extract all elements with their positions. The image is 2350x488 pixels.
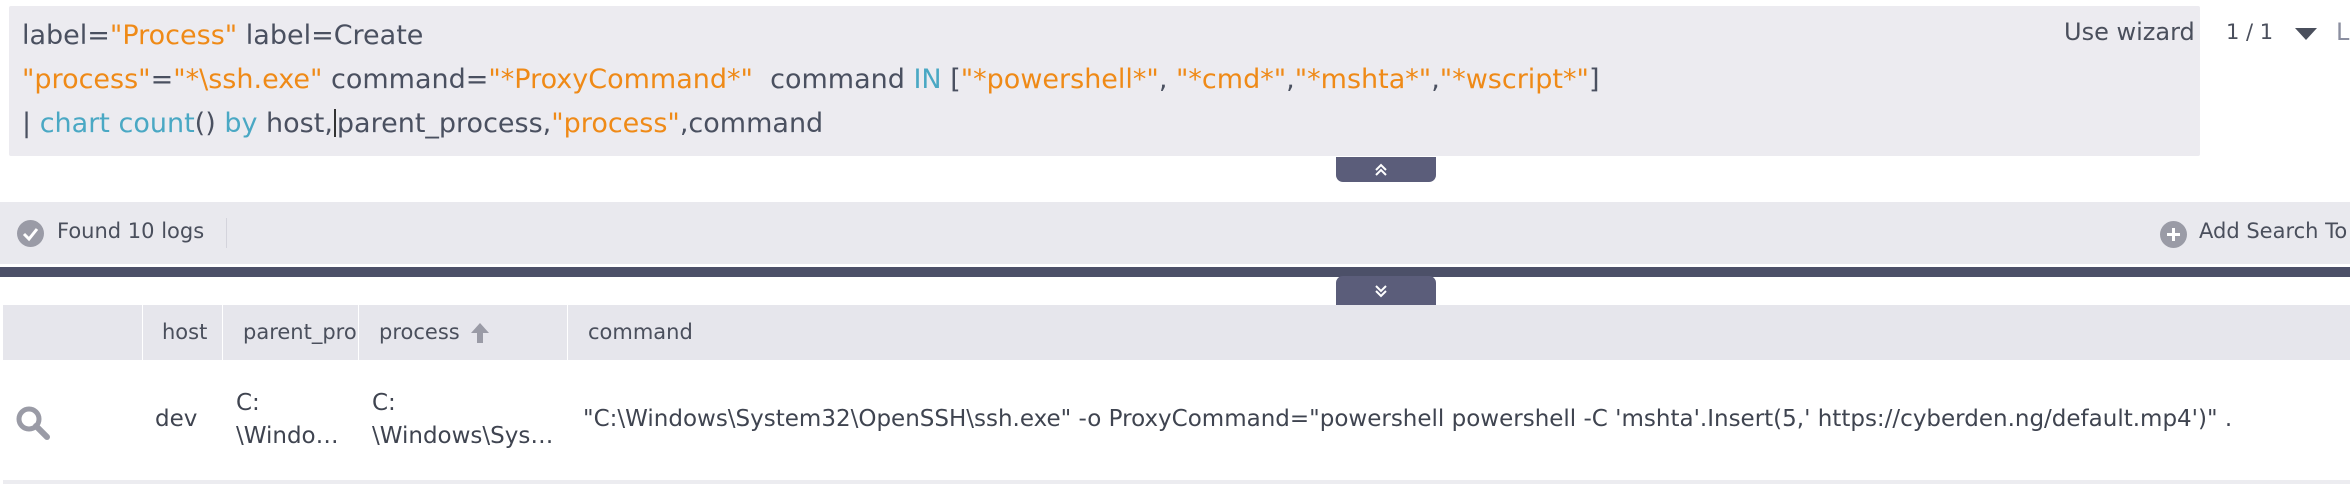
- column-divider: [142, 305, 143, 363]
- column-header-parent-process[interactable]: parent_pro: [243, 320, 357, 344]
- query-string: "*mshta*": [1294, 64, 1432, 95]
- query-string: "process": [551, 108, 680, 139]
- text-cursor: [333, 109, 336, 137]
- toolbar-overflow-label[interactable]: L: [2336, 18, 2350, 46]
- query-keyword: count: [118, 108, 195, 139]
- chevron-down-icon[interactable]: [2295, 28, 2317, 40]
- query-token: ]: [1588, 64, 1600, 95]
- query-token: [: [941, 64, 961, 95]
- table-row[interactable]: dev C: \Windo… C: \Windows\Sys… "C:\Wind…: [3, 362, 2350, 484]
- cell-parent-process-line1: C:: [236, 390, 260, 416]
- add-search-to-button[interactable]: Add Search To: [2199, 219, 2348, 243]
- query-token: host,: [257, 108, 333, 139]
- query-string: "*wscript*": [1439, 64, 1589, 95]
- query-editor[interactable]: label="Process" label=Create "process"="…: [9, 6, 2200, 156]
- check-circle-icon: [17, 220, 44, 247]
- divider: [226, 218, 227, 248]
- query-token: label=: [22, 20, 110, 51]
- query-token: ,: [1286, 64, 1295, 95]
- query-token: ,: [1431, 64, 1440, 95]
- cell-host: dev: [155, 406, 198, 432]
- column-header-host[interactable]: host: [162, 320, 208, 344]
- query-token: |: [22, 108, 40, 139]
- query-keyword: by: [224, 108, 258, 139]
- column-divider: [358, 305, 359, 363]
- cell-process-line1: C:: [372, 390, 396, 416]
- page-count: 1 / 1: [2226, 20, 2274, 44]
- query-token: ,: [1158, 64, 1177, 95]
- query-token: ,command: [679, 108, 824, 139]
- query-token: (): [194, 108, 225, 139]
- query-token: command: [752, 64, 914, 95]
- magnifier-icon[interactable]: [15, 405, 51, 441]
- query-token: label=Create: [237, 20, 424, 51]
- query-string: "*\ssh.exe": [173, 64, 323, 95]
- column-header-command[interactable]: command: [588, 320, 693, 344]
- query-string: "process": [22, 64, 151, 95]
- query-string: "*cmd*": [1176, 64, 1287, 95]
- found-logs-count: Found 10 logs: [57, 219, 205, 243]
- results-table-header: host parent_pro process command: [3, 305, 2350, 363]
- column-divider: [567, 305, 568, 363]
- query-line-2: "process"="*\ssh.exe" command="*ProxyCom…: [22, 60, 1600, 100]
- plus-circle-icon[interactable]: [2160, 221, 2187, 248]
- query-keyword: IN: [913, 64, 942, 95]
- results-divider: [0, 267, 2350, 277]
- arrow-up-icon[interactable]: [470, 322, 490, 344]
- query-line-1: label="Process" label=Create: [22, 16, 423, 56]
- query-line-3: | chart count() by host,parent_process,"…: [22, 104, 823, 144]
- cell-process-line2: \Windows\Sys…: [372, 423, 554, 449]
- chevron-double-up-icon: [1375, 163, 1387, 176]
- query-string: "*ProxyCommand*": [488, 64, 753, 95]
- use-wizard-button[interactable]: Use wizard: [2064, 18, 2195, 46]
- status-bar: Found 10 logs Add Search To: [0, 202, 2350, 264]
- query-string: "Process": [109, 20, 238, 51]
- query-token: parent_process,: [336, 108, 552, 139]
- chevron-double-down-icon: [1375, 285, 1387, 298]
- column-header-process[interactable]: process: [379, 320, 460, 344]
- query-token: =: [150, 64, 174, 95]
- query-string: "*powershell*": [960, 64, 1159, 95]
- column-divider: [222, 305, 223, 363]
- query-token: command=: [322, 64, 489, 95]
- query-keyword: chart: [39, 108, 110, 139]
- cell-parent-process-line2: \Windo…: [236, 423, 339, 449]
- collapse-query-button[interactable]: [1336, 157, 1436, 182]
- cell-command: "C:\Windows\System32\OpenSSH\ssh.exe" -o…: [583, 406, 2233, 432]
- expand-results-button[interactable]: [1336, 276, 1436, 305]
